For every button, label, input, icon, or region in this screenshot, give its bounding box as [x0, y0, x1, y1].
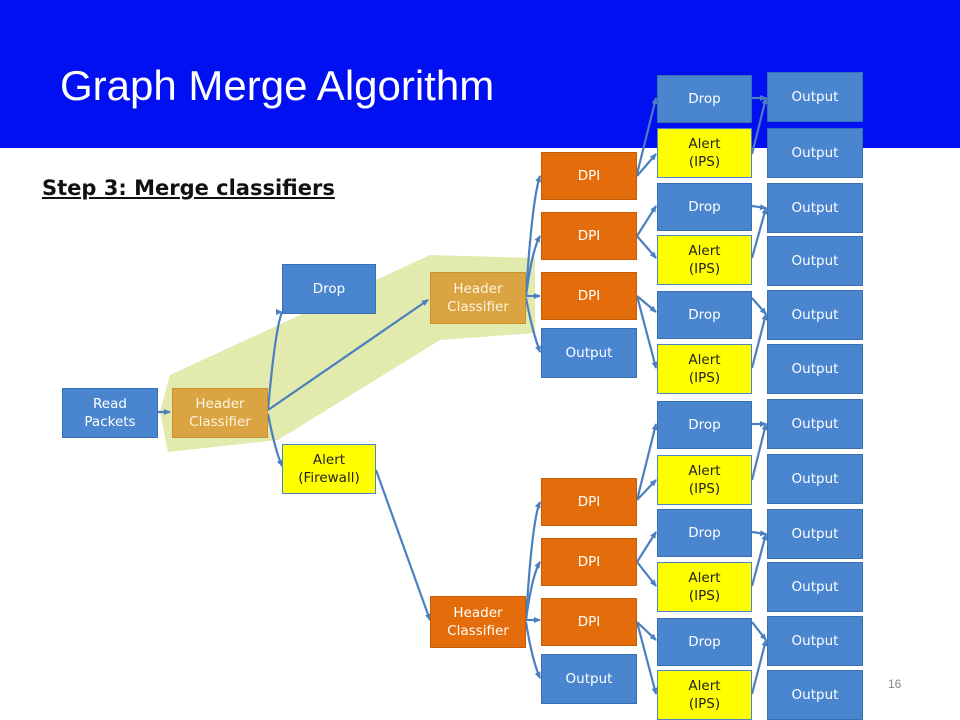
output-node-10[interactable]: Output: [767, 562, 863, 612]
edge-dpil2-drop5: [636, 531, 657, 563]
page-number: 16: [888, 677, 902, 691]
edge-dpiu2-alert2: [636, 235, 657, 259]
edge-drop3-out5: [751, 297, 767, 315]
slide-title: Graph Merge Algorithm: [60, 62, 495, 109]
edge-drop5-out9: [751, 530, 767, 537]
edge-hc1-drop: [266, 311, 284, 411]
dpi-node-upper-2[interactable]: DPI: [541, 212, 637, 260]
drop-node-3[interactable]: Drop: [657, 291, 752, 339]
output-node-11[interactable]: Output: [767, 616, 863, 666]
dpi-node-upper-1[interactable]: DPI: [541, 152, 637, 200]
edge-drop2-out3: [751, 204, 767, 211]
drop-node-2[interactable]: Drop: [657, 183, 752, 231]
output-node-upper[interactable]: Output: [541, 328, 637, 378]
drop-node-1[interactable]: Drop: [657, 75, 752, 123]
drop-node-5[interactable]: Drop: [657, 509, 752, 557]
edge-dpil3-drop6: [636, 621, 657, 641]
edge-dpiu2-drop2: [636, 205, 657, 237]
edge-alert5-out9: [750, 533, 768, 587]
edge-hc3-dpi2: [524, 561, 541, 621]
merged-header-classifier-2-node[interactable]: Header Classifier: [430, 272, 526, 324]
edge-dpil1-drop4: [635, 423, 658, 501]
step-subtitle: Step 3: Merge classifiers: [42, 176, 335, 200]
edge-dpiu1-drop1: [635, 97, 658, 175]
alert-ips-node-2[interactable]: Alert (IPS): [657, 235, 752, 285]
output-node-8[interactable]: Output: [767, 454, 863, 504]
read-packets-node[interactable]: Read Packets: [62, 388, 158, 438]
alert-ips-node-5[interactable]: Alert (IPS): [657, 562, 752, 612]
output-node-3[interactable]: Output: [767, 183, 863, 233]
alert-firewall-node[interactable]: Alert (Firewall): [282, 444, 376, 494]
alert-ips-node-3[interactable]: Alert (IPS): [657, 344, 752, 394]
output-node-1[interactable]: Output: [767, 72, 863, 122]
output-node-5[interactable]: Output: [767, 290, 863, 340]
dpi-node-lower-3[interactable]: DPI: [541, 598, 637, 646]
alert-ips-node-6[interactable]: Alert (IPS): [657, 670, 752, 720]
output-node-2[interactable]: Output: [767, 128, 863, 178]
edge-alert4-out7: [750, 423, 768, 481]
edge-hc1-hc2: [267, 299, 429, 411]
alert-ips-node-4[interactable]: Alert (IPS): [657, 455, 752, 505]
dpi-node-lower-1[interactable]: DPI: [541, 478, 637, 526]
drop-node-6[interactable]: Drop: [657, 618, 752, 666]
edge-dpil3-alert6: [635, 621, 658, 695]
output-node-9[interactable]: Output: [767, 509, 863, 559]
output-node-12[interactable]: Output: [767, 670, 863, 720]
drop-node-4[interactable]: Drop: [657, 401, 752, 449]
output-node-6[interactable]: Output: [767, 344, 863, 394]
edge-hc3-dpi1: [524, 501, 542, 621]
edge-dpil2-alert5: [636, 561, 657, 587]
edge-hc1-alert: [266, 413, 284, 467]
edge-hc2-dpi2: [524, 235, 541, 297]
edge-dpiu1-alert1: [636, 153, 657, 177]
edge-alert1-out1: [750, 97, 768, 155]
edge-alert3-out5: [750, 313, 768, 369]
alert-ips-node-1[interactable]: Alert (IPS): [657, 128, 752, 178]
edge-hc3-out: [524, 621, 542, 679]
edge-hc2-out: [524, 297, 542, 353]
edge-dpil1-alert4: [636, 479, 657, 501]
output-node-4[interactable]: Output: [767, 236, 863, 286]
edge-alert6-out11: [750, 639, 768, 695]
merged-header-classifier-node[interactable]: Header Classifier: [172, 388, 268, 438]
dpi-node-lower-2[interactable]: DPI: [541, 538, 637, 586]
drop-firewall-node[interactable]: Drop: [282, 264, 376, 314]
edge-drop6-out11: [751, 621, 767, 641]
edge-hc2-dpi1: [524, 175, 542, 297]
edge-alert2-out3: [750, 207, 768, 259]
edge-alert-hc3: [374, 469, 432, 621]
edge-dpiu3-alert3: [635, 295, 658, 369]
dpi-node-upper-3[interactable]: DPI: [541, 272, 637, 320]
header-classifier-3-node[interactable]: Header Classifier: [430, 596, 526, 648]
edge-dpiu3-drop3: [636, 295, 657, 313]
output-node-7[interactable]: Output: [767, 399, 863, 449]
output-node-lower[interactable]: Output: [541, 654, 637, 704]
